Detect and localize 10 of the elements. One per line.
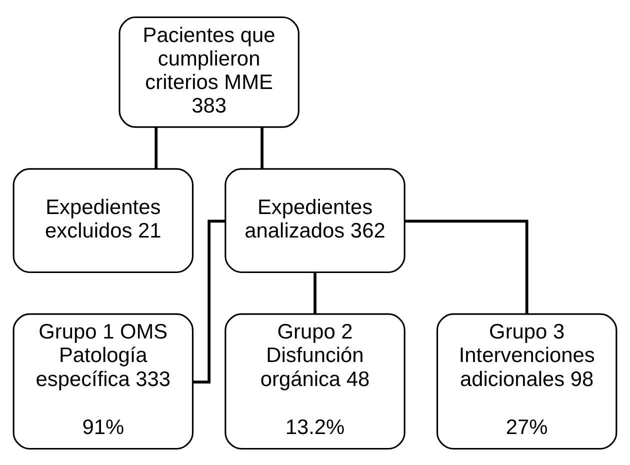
- connector: [260, 126, 264, 168]
- connector: [314, 272, 316, 314]
- node-box: Grupo 1 OMS Patología específica 333 91%: [12, 312, 194, 450]
- node-box: Expedientes excluidos 21: [12, 168, 194, 273]
- node-box: Pacientes que cumplieron criterios MME 383: [118, 16, 300, 128]
- node-box: Expedientes analizados 362: [224, 168, 406, 273]
- node-box: Grupo 2 Disfunción orgánica 48 13.2%: [224, 312, 406, 450]
- node-box: Grupo 3 Intervenciones adicionales 98 27%: [436, 312, 618, 450]
- connector: [154, 126, 158, 168]
- connector: [404, 219, 528, 314]
